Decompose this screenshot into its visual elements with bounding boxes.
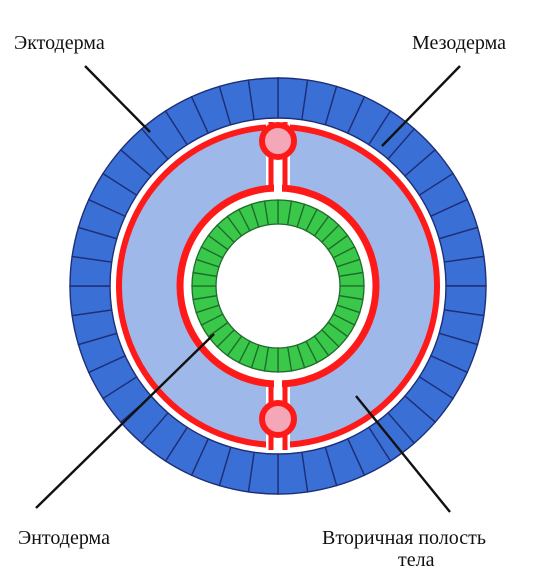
mesentery-node-dorsal: [259, 122, 297, 160]
mesentery-join-top: [274, 182, 282, 194]
leader-entoderm: [35, 333, 215, 509]
leader-mesoderm: [381, 65, 461, 147]
ectoderm-cell: [247, 77, 279, 121]
mesentery-node-ventral: [259, 400, 297, 438]
ectoderm-cell: [277, 451, 309, 495]
leader-coelom: [355, 395, 451, 513]
entoderm-layer: [191, 199, 365, 373]
ectoderm-cell: [69, 285, 113, 317]
gut-lumen: [217, 225, 339, 347]
label-mesoderm: Мезодерма: [412, 32, 506, 54]
label-ectoderm: Эктодерма: [14, 32, 105, 54]
leader-ectoderm: [84, 65, 151, 133]
leader-lines: [35, 65, 461, 513]
label-coelom-line2: тела: [398, 549, 435, 571]
label-entoderm: Энтодерма: [18, 527, 110, 549]
label-coelom-line1: Вторичная полость: [322, 527, 487, 549]
ectoderm-cell: [443, 255, 487, 287]
entoderm-cell: [263, 199, 279, 226]
mesentery-join-bottom: [274, 378, 282, 390]
